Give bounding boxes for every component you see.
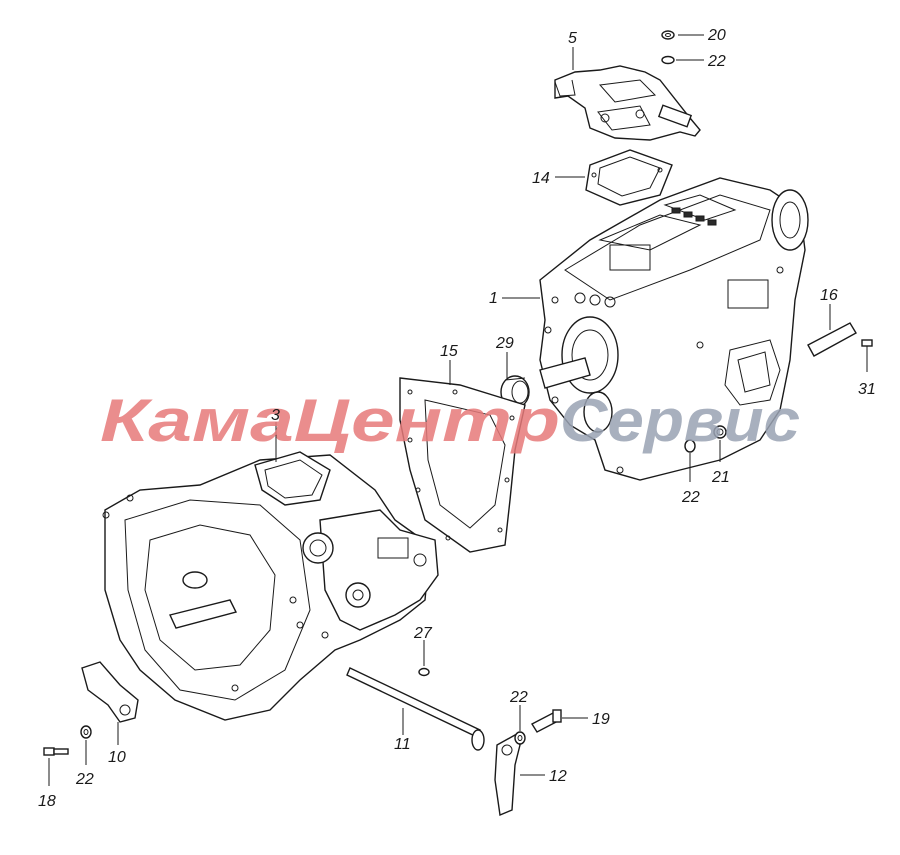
callout-31: 31 xyxy=(858,381,876,398)
callout-3: 3 xyxy=(271,407,280,424)
part-22-washer-mid xyxy=(684,439,696,453)
part-18-bolt xyxy=(43,747,69,756)
part-20-nut xyxy=(661,30,675,40)
callout-10: 10 xyxy=(108,749,126,766)
callout-22-lever: 22 xyxy=(509,689,528,706)
callout-22-top: 22 xyxy=(707,53,726,70)
part-16-plate xyxy=(807,322,857,357)
part-1-gearbox-housing xyxy=(539,177,809,481)
part-12-lever xyxy=(494,734,521,816)
callout-14: 14 xyxy=(532,170,550,187)
callout-20: 20 xyxy=(707,27,726,44)
watermark: КамаЦентр Сервис xyxy=(100,387,800,454)
part-27-key xyxy=(418,667,430,677)
part-22-washer-lever xyxy=(514,731,526,745)
part-22-washer-left xyxy=(80,725,92,739)
callout-16: 16 xyxy=(820,287,838,304)
callout-29: 29 xyxy=(495,335,514,352)
callout-1: 1 xyxy=(489,290,498,307)
watermark-text-red: КамаЦентр xyxy=(100,387,560,454)
part-31-screw xyxy=(861,339,873,352)
part-5-shift-mechanism xyxy=(554,65,701,141)
part-11-shift-rod xyxy=(346,667,485,751)
part-3-clutch-housing xyxy=(102,451,439,721)
callout-15: 15 xyxy=(440,343,458,360)
part-14-gasket xyxy=(585,149,673,206)
part-15-gasket xyxy=(399,377,526,553)
watermark-text-gray: Сервис xyxy=(560,387,800,454)
callout-22-mid: 22 xyxy=(681,489,700,506)
callout-18: 18 xyxy=(38,793,56,810)
leader-lines xyxy=(48,34,868,786)
part-21-nut xyxy=(713,425,727,439)
part-22-washer-top xyxy=(661,55,675,65)
callout-22-left: 22 xyxy=(75,771,94,788)
callout-5: 5 xyxy=(568,30,577,47)
callout-21: 21 xyxy=(711,469,730,486)
part-19-bolt xyxy=(531,709,562,733)
callout-19: 19 xyxy=(592,711,610,728)
callout-11: 11 xyxy=(394,736,411,753)
callout-12: 12 xyxy=(549,768,567,785)
callout-labels: 5 20 22 14 1 29 15 16 31 21 22 3 27 11 2… xyxy=(38,27,876,810)
part-10-fork xyxy=(81,661,139,723)
callout-27: 27 xyxy=(413,625,433,642)
